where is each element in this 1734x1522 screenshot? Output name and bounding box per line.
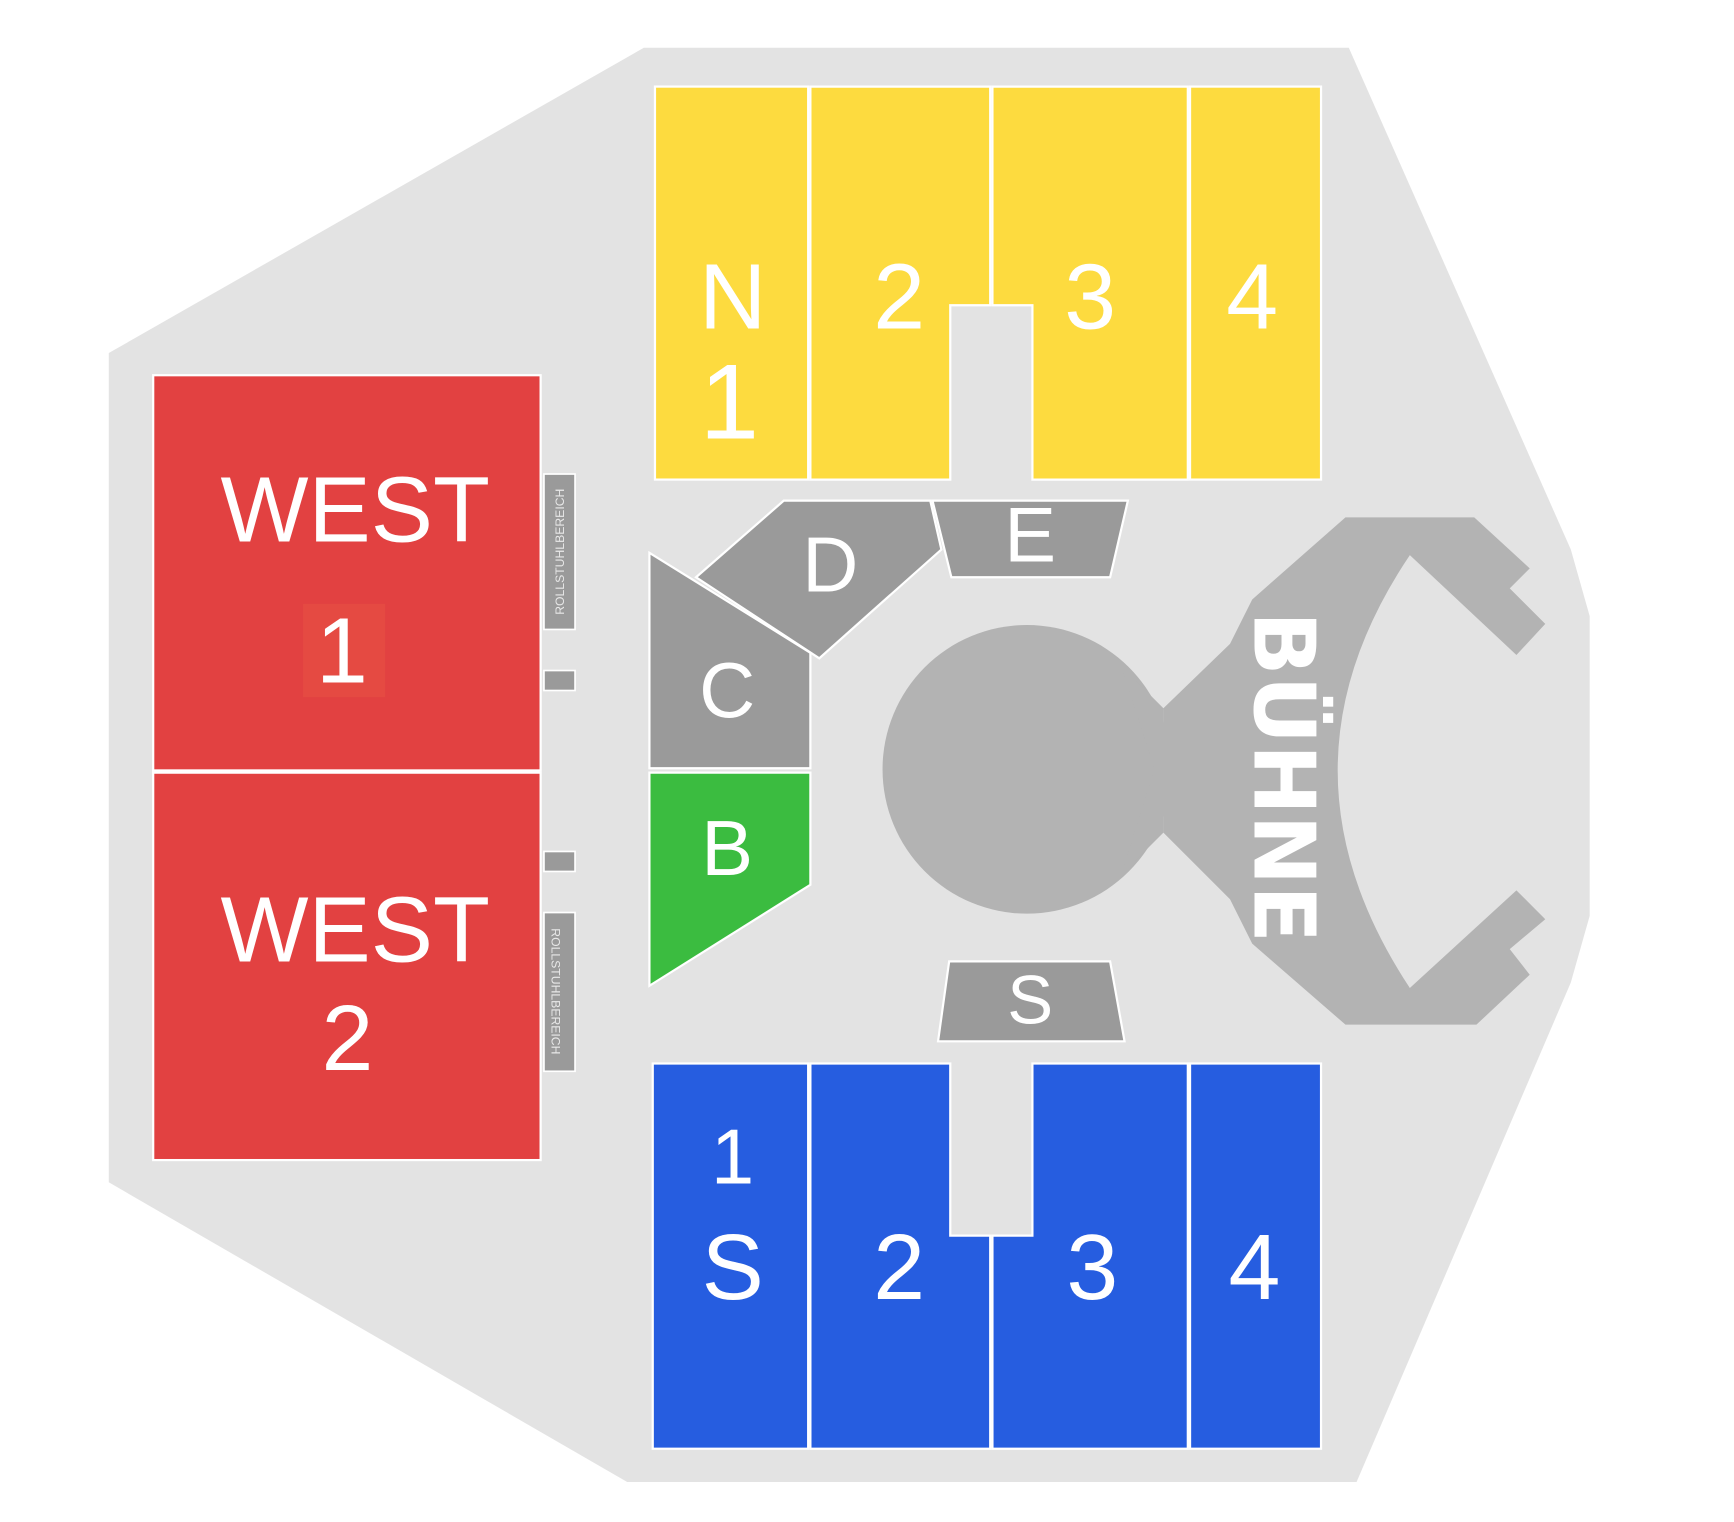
stage [882, 517, 1546, 1025]
block-b[interactable] [648, 771, 812, 988]
block-n3[interactable] [991, 85, 1189, 481]
block-n1-label-top: N [699, 245, 766, 349]
block-c[interactable] [648, 550, 812, 770]
block-s3[interactable] [991, 1062, 1189, 1450]
block-n1-label-bottom: 1 [700, 343, 759, 462]
block-s2-label: 2 [873, 1215, 925, 1319]
wheelchair-area-lower-label: ROLLSTUHLBEREICH [549, 928, 563, 1054]
stage-label: BÜHNE [1234, 611, 1332, 943]
block-west2[interactable] [152, 771, 542, 1162]
block-n1[interactable] [653, 85, 810, 481]
block-west2-label: WEST [221, 877, 490, 981]
wheelchair-marker-1 [543, 669, 576, 692]
block-west2-number: 2 [322, 986, 374, 1090]
block-n4[interactable] [1188, 85, 1323, 481]
stage-neck [1121, 666, 1164, 875]
block-n2[interactable] [809, 85, 992, 481]
block-west1-number: 1 [316, 599, 368, 703]
block-s1[interactable] [651, 1062, 810, 1450]
block-e-label: E [1004, 493, 1056, 579]
block-n2-label: 2 [873, 245, 925, 349]
wheelchair-area-lower[interactable] [543, 911, 576, 1073]
main-stage [1163, 517, 1546, 1025]
block-west1-number-bg [303, 603, 386, 698]
block-s4-label: 4 [1228, 1215, 1280, 1319]
block-n4-label: 4 [1226, 245, 1278, 349]
north-stand [653, 85, 1323, 481]
block-d[interactable] [694, 499, 943, 660]
block-s1-label-top: 1 [711, 1114, 754, 1200]
block-s2[interactable] [809, 1062, 992, 1450]
block-n3-label: 3 [1064, 245, 1116, 349]
block-b-label: B [701, 806, 753, 892]
wheelchair-marker-2 [543, 850, 576, 873]
block-west1-label: WEST [221, 458, 490, 562]
block-s[interactable] [936, 960, 1126, 1043]
block-c-label: C [699, 648, 755, 734]
wheelchair-area-upper-label: ROLLSTUHLBEREICH [553, 489, 567, 615]
block-s-label: S [1007, 962, 1053, 1039]
block-west1[interactable] [152, 374, 542, 772]
block-s1-label-bottom: S [702, 1215, 764, 1319]
block-s3-label: 3 [1066, 1215, 1118, 1319]
wheelchair-area-upper[interactable] [543, 473, 576, 631]
stage-circle [882, 625, 1172, 914]
block-e[interactable] [931, 499, 1130, 579]
block-d-label: D [802, 523, 858, 609]
south-stand [651, 1062, 1323, 1450]
block-s4[interactable] [1188, 1062, 1323, 1450]
